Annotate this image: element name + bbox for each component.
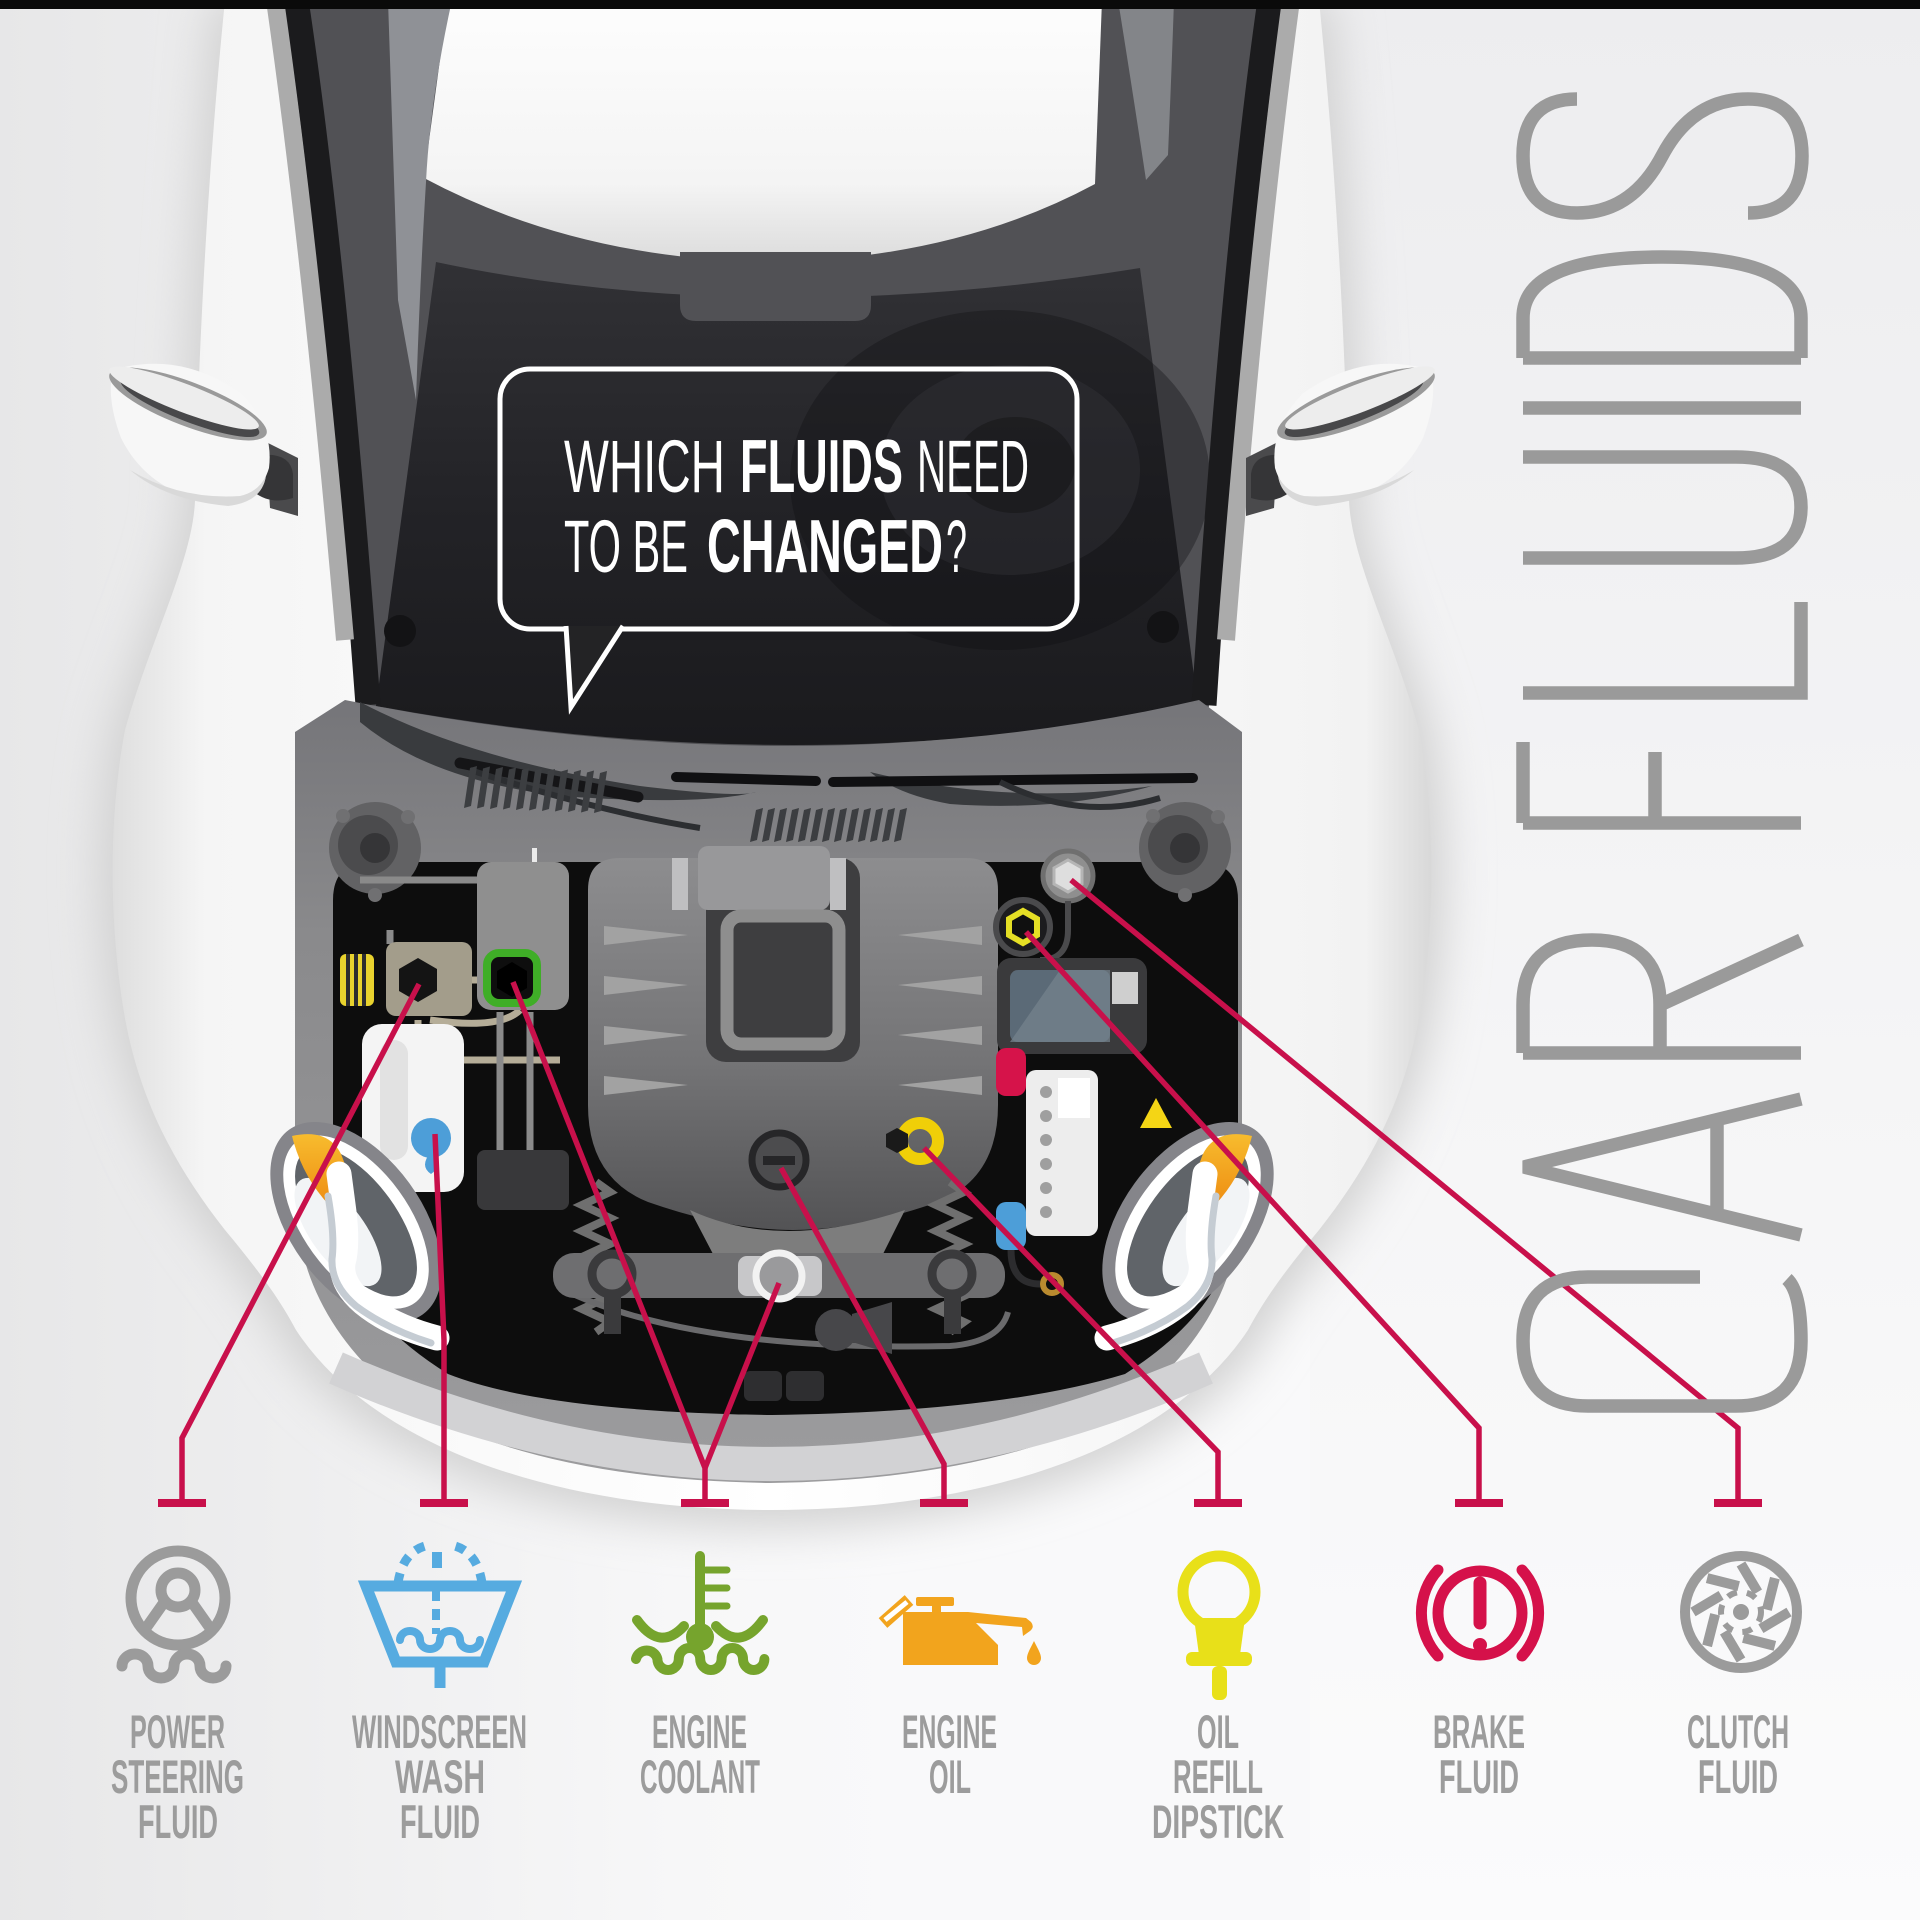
svg-text:OIL: OIL — [929, 1750, 971, 1803]
svg-text:COOLANT: COOLANT — [640, 1750, 760, 1803]
svg-text:CLUTCH: CLUTCH — [1687, 1705, 1789, 1758]
svg-text:FLUIDS: FLUIDS — [740, 424, 903, 508]
svg-text:NEED: NEED — [917, 425, 1029, 508]
svg-text:REFILL: REFILL — [1173, 1750, 1263, 1803]
svg-text:BRAKE: BRAKE — [1433, 1705, 1525, 1758]
svg-text:DIPSTICK: DIPSTICK — [1152, 1795, 1284, 1848]
svg-text:CHANGED: CHANGED — [707, 504, 943, 588]
svg-text:?: ? — [946, 505, 967, 588]
svg-text:ENGINE: ENGINE — [902, 1705, 997, 1758]
svg-text:ENGINE: ENGINE — [652, 1705, 747, 1758]
svg-text:WINDSCREEN: WINDSCREEN — [352, 1705, 527, 1758]
svg-text:FLUID: FLUID — [1439, 1750, 1519, 1803]
svg-text:FLUID: FLUID — [1698, 1750, 1778, 1803]
svg-text:OIL: OIL — [1197, 1705, 1239, 1758]
svg-text:FLUID: FLUID — [138, 1795, 218, 1848]
svg-text:WHICH: WHICH — [564, 425, 725, 508]
svg-text:TO BE: TO BE — [564, 505, 688, 588]
svg-text:POWER: POWER — [130, 1705, 225, 1758]
svg-text:WASH: WASH — [395, 1750, 485, 1803]
svg-text:FLUID: FLUID — [400, 1795, 480, 1848]
svg-text:STEERING: STEERING — [111, 1750, 244, 1803]
